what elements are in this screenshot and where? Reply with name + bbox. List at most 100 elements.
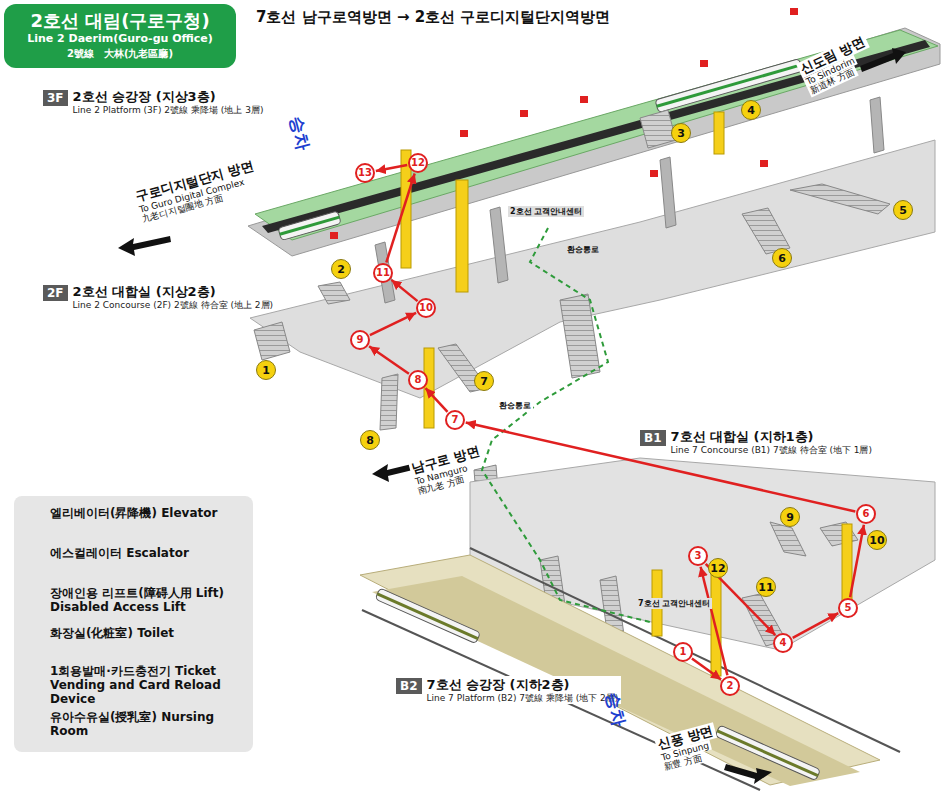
exit-digit: 7 xyxy=(480,376,488,387)
route-arrow xyxy=(692,658,721,679)
stair xyxy=(318,282,350,304)
station-name: 2호선 대림(구로구청) xyxy=(16,9,224,32)
exit-number: 7 xyxy=(474,371,494,391)
route-arrow xyxy=(376,165,407,171)
route-step: 10 xyxy=(416,298,436,318)
arrow-right xyxy=(724,764,772,784)
step-digit: 2 xyxy=(727,681,734,691)
route-arrow xyxy=(370,313,416,335)
elevators xyxy=(401,112,852,676)
route-step: 5 xyxy=(838,598,858,618)
line7-platform xyxy=(360,555,880,785)
sign xyxy=(520,110,528,117)
pillar xyxy=(870,97,884,153)
direction-label: 신도림 방면To Sindorim新道林 方面 xyxy=(796,33,878,98)
sign xyxy=(460,130,468,137)
route-step: 9 xyxy=(350,330,370,350)
step-digit: 13 xyxy=(358,168,372,178)
station-name: 2號線 大林(九老區廳) xyxy=(16,47,224,60)
stair xyxy=(254,322,290,360)
exit-number: 10 xyxy=(867,530,887,550)
stair xyxy=(380,374,398,430)
exit-digit: 2 xyxy=(337,264,345,275)
step-digit: 9 xyxy=(357,335,364,345)
map-note: 환승통로 xyxy=(497,400,533,411)
route-step: 13 xyxy=(355,163,375,183)
train xyxy=(375,588,480,644)
platform-edge xyxy=(372,576,860,786)
route-arrow xyxy=(850,525,864,597)
direction-label: 구로디지털단지 방면To Guro Digital Complex九老디지털團地… xyxy=(132,158,263,226)
floor-tag: 3F xyxy=(43,90,68,106)
pillar xyxy=(660,157,676,228)
legend-text: 장애인용 리프트(障碍人用 Lift) Disabled Access Lift xyxy=(50,586,248,614)
elevator xyxy=(714,112,724,154)
stair xyxy=(770,522,806,556)
map-note: 7호선 고객안내센터 xyxy=(636,598,712,609)
exit-number: 6 xyxy=(772,248,792,268)
level-label: B1 7호선 대합실 (지하1층)Line 7 Concourse (B1) 7號… xyxy=(637,428,875,456)
floor-tag: 2F xyxy=(43,285,68,301)
map-note: 2호선 고객안내센터 xyxy=(508,206,584,217)
route-step: 2 xyxy=(720,676,740,696)
floor-name: 2호선 대합실 (지상2층) xyxy=(73,284,274,300)
legend-text: 유아수유실(授乳室) Nursing Room xyxy=(50,710,248,738)
sign xyxy=(580,96,588,103)
floor-tag: B1 xyxy=(640,430,666,446)
exit-number: 4 xyxy=(741,100,761,120)
map-note: 환승통로 xyxy=(565,244,601,255)
floor-text: 2호선 승강장 (지상3층)Line 2 Platform (3F) 2號線 乘… xyxy=(73,89,264,115)
step-digit: 8 xyxy=(415,375,422,385)
page-heading: 7호선 남구로역방면 → 2호선 구로디지털단지역방면 xyxy=(256,8,610,27)
route-step: 11 xyxy=(373,263,393,283)
track xyxy=(362,610,760,790)
exit-digit: 6 xyxy=(778,253,786,264)
step-digit: 7 xyxy=(452,415,459,425)
step-digit: 5 xyxy=(845,603,852,613)
route-arrow xyxy=(392,280,418,301)
exit-digit: 1 xyxy=(262,365,270,376)
legend-text: 화장실(化粧室) Toilet xyxy=(50,626,248,640)
route-arrow xyxy=(369,346,409,374)
step-digit: 12 xyxy=(411,158,425,168)
floor-tag: B2 xyxy=(396,678,422,694)
route-step: 6 xyxy=(856,504,876,524)
escalator xyxy=(560,294,600,378)
track xyxy=(470,548,900,752)
sign xyxy=(790,8,798,15)
route-arrow xyxy=(793,613,839,638)
exit-digit: 8 xyxy=(366,435,374,446)
step-digit: 3 xyxy=(695,551,702,561)
legend-text: 1회용발매·카드충전기 Ticket Vending and Card Relo… xyxy=(50,664,248,706)
step-digit: 1 xyxy=(680,647,687,657)
step-digit: 6 xyxy=(863,509,870,519)
route-arrow xyxy=(386,174,414,263)
floor-subtitle: Line 7 Concourse (B1) 7號線 待合室 (地下 1層) xyxy=(671,445,873,456)
platform-structure xyxy=(248,28,940,256)
exit-number: 11 xyxy=(756,577,776,597)
route-step: 7 xyxy=(445,410,465,430)
step-digit: 11 xyxy=(376,268,390,278)
exit-digit: 5 xyxy=(899,205,907,216)
sign xyxy=(650,170,658,177)
legend-text: 엘리베이터(昇降機) Elevator xyxy=(50,506,248,520)
line2-platform xyxy=(255,30,938,240)
direction-label: 남구로 방면To Namguro南九老 方面 xyxy=(408,443,489,498)
exit-digit: 4 xyxy=(747,105,755,116)
level-label: 2F 2호선 대합실 (지상2층)Line 2 Concourse (2F) 2號… xyxy=(40,283,276,311)
floor-subtitle: Line 2 Concourse (2F) 2號線 待合室 (地上 2層) xyxy=(73,300,274,311)
exit-number: 3 xyxy=(671,123,691,143)
station-name: Line 2 Daerim(Guro-gu Office) xyxy=(16,32,224,46)
floor-name: 7호선 대합실 (지하1층) xyxy=(671,429,873,445)
boarding-mark: 승차 xyxy=(284,112,316,155)
station-badge: 2호선 대림(구로구청)Line 2 Daerim(Guro-gu Office… xyxy=(4,4,236,68)
step-digit: 10 xyxy=(419,303,433,313)
track xyxy=(262,40,930,233)
sign xyxy=(700,60,708,67)
floor-subtitle: Line 2 Platform (3F) 2號線 乘降場 (地上 3層) xyxy=(73,105,264,116)
elevator xyxy=(424,348,434,428)
pillars xyxy=(375,97,884,303)
exit-digit: 3 xyxy=(677,128,685,139)
route-step: 3 xyxy=(688,546,708,566)
platform-signs xyxy=(330,8,798,239)
